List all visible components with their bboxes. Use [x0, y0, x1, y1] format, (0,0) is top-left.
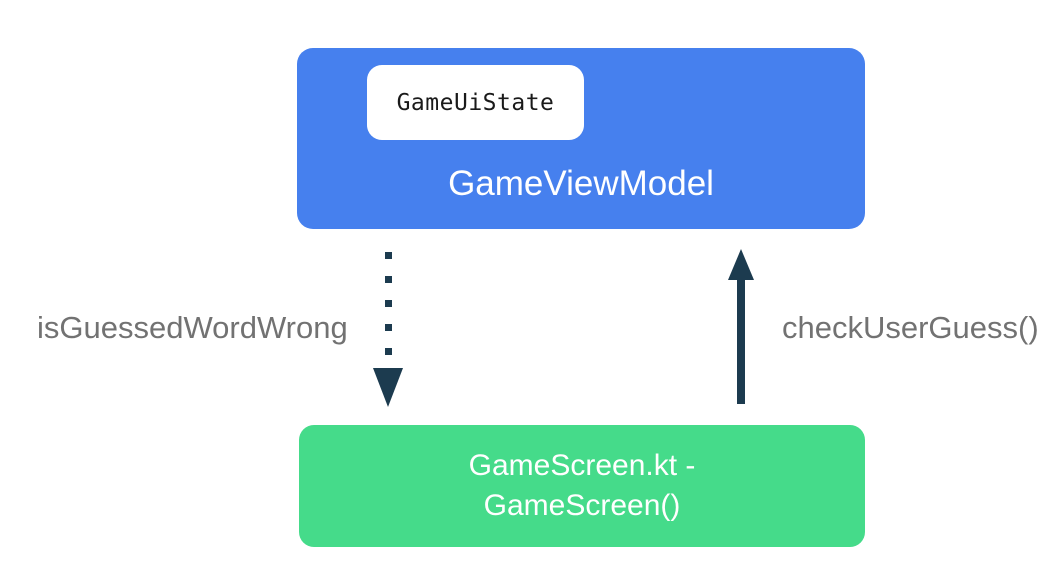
viewmodel-box: GameUiState GameViewModel	[297, 48, 865, 229]
event-flow-label: checkUserGuess()	[782, 310, 1039, 345]
screen-label-line1: GameScreen.kt -	[468, 449, 696, 482]
arrow-dot	[384, 276, 392, 283]
arrowhead-up-icon	[728, 249, 754, 280]
arrow-dot	[384, 252, 392, 259]
state-flow-label: isGuessedWordWrong	[37, 310, 348, 345]
ui-state-label: GameUiState	[396, 89, 555, 116]
arrowhead-down-icon	[373, 368, 403, 407]
screen-label-line2: GameScreen()	[483, 489, 681, 522]
arrow-dot	[384, 348, 392, 355]
ui-state-chip: GameUiState	[367, 65, 584, 140]
screen-label: GameScreen.kt - GameScreen()	[469, 446, 696, 526]
arrow-shaft	[737, 280, 745, 404]
dotted-down-arrow	[373, 252, 403, 407]
viewmodel-label: GameViewModel	[448, 164, 714, 203]
arrow-dot	[384, 324, 392, 331]
arrow-dot	[384, 300, 392, 307]
solid-up-arrow	[728, 249, 754, 404]
screen-box: GameScreen.kt - GameScreen()	[299, 425, 865, 547]
